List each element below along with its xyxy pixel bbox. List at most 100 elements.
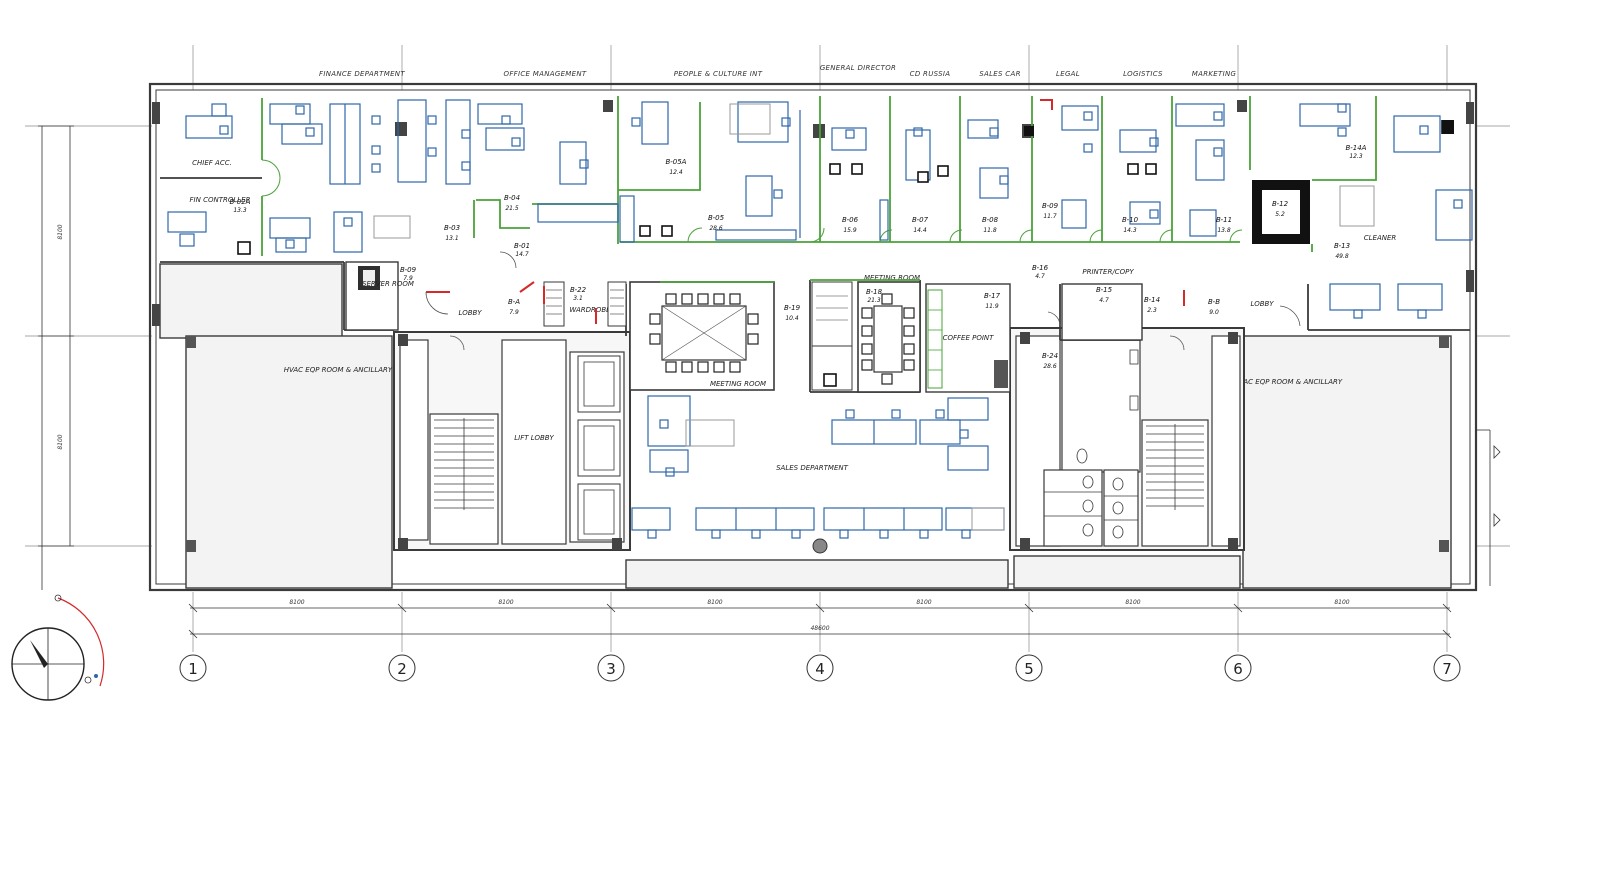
svg-text:B-15: B-15 [1096, 286, 1113, 294]
lobby-left-label: LOBBY [459, 309, 483, 317]
dim-bay: 8100 [707, 599, 722, 606]
core-left [393, 331, 631, 551]
svg-text:3: 3 [606, 660, 616, 678]
svg-text:4.7: 4.7 [1099, 297, 1109, 304]
svg-text:B-07: B-07 [912, 216, 929, 224]
dim-total: 48600 [810, 625, 829, 632]
svg-text:11.8: 11.8 [983, 227, 997, 234]
stair-treads-left [434, 418, 494, 510]
svg-text:13.1: 13.1 [445, 235, 458, 242]
north-arrow-icon [11, 594, 105, 701]
door-swings [261, 159, 1243, 243]
svg-text:21.3: 21.3 [867, 297, 881, 304]
svg-text:B-01: B-01 [514, 242, 530, 250]
svg-text:13.3: 13.3 [233, 207, 247, 214]
svg-text:B-11: B-11 [1216, 216, 1232, 224]
svg-text:B-13: B-13 [1334, 242, 1350, 250]
svg-text:12.3: 12.3 [1349, 153, 1363, 160]
svg-text:7.9: 7.9 [509, 309, 519, 316]
room-tag: B-13 49.8 [1334, 242, 1350, 260]
svg-text:B-10: B-10 [1122, 216, 1139, 224]
sales-bottom-strip [625, 559, 1009, 589]
room-tag: B-097.9 [400, 266, 417, 282]
svg-text:6: 6 [1233, 660, 1243, 678]
hvac-rooms [159, 263, 1452, 589]
axis-bubble: 3 [597, 654, 625, 682]
svg-text:B-06: B-06 [842, 216, 859, 224]
hvac-left-room [185, 335, 393, 589]
wardrobe-label: WARDROBE [569, 306, 611, 314]
axis-bubble: 6 [1224, 654, 1252, 682]
server-room-label: SERVER ROOM [362, 280, 414, 288]
bay-dimension-labels: 8100 8100 8100 8100 8100 8100 48600 [289, 599, 1349, 632]
room-tag: B-B9.0 [1208, 298, 1220, 316]
svg-text:B-02A: B-02A [230, 198, 251, 206]
dim-bay: 8100 [1334, 599, 1349, 606]
facade-markers [1476, 429, 1501, 586]
svg-text:10.4: 10.4 [785, 315, 799, 322]
svg-text:14.7: 14.7 [515, 251, 529, 258]
svg-text:B-09: B-09 [1042, 202, 1059, 210]
axis-bubble: 7 [1433, 654, 1461, 682]
svg-text:B-05: B-05 [708, 214, 725, 222]
cleaner-label: CLEANER [1364, 234, 1397, 242]
svg-text:49.8: 49.8 [1335, 253, 1349, 260]
dim-bay: 8100 [916, 599, 931, 606]
svg-text:7.9: 7.9 [403, 275, 413, 282]
dept-logistics: LOGISTICS [1123, 70, 1163, 78]
room-tag: B-142.3 [1144, 296, 1160, 314]
lift-cars [583, 361, 615, 535]
room-tag: B-125.2 [1272, 200, 1289, 218]
vertical-dimension [38, 125, 74, 590]
axis-bubble: 5 [1015, 654, 1043, 682]
grey-door-swings [425, 251, 1301, 351]
svg-text:2: 2 [397, 660, 407, 678]
svg-text:15.9: 15.9 [843, 227, 857, 234]
office-chairs [219, 103, 1463, 539]
axis-bubbles: 1 2 3 4 5 6 7 [179, 654, 1461, 682]
room-tag: B-08 11.8 [982, 216, 999, 234]
svg-text:7: 7 [1442, 660, 1452, 678]
corridor-shafts [543, 281, 853, 391]
sales-department-label: SALES DEPARTMENT [776, 464, 849, 472]
axis-bubble: 4 [806, 654, 834, 682]
svg-text:B-A: B-A [508, 298, 520, 306]
room-tag: B-A 7.9 [508, 298, 520, 316]
grey-furniture [373, 103, 1375, 531]
core-right [1009, 327, 1245, 551]
axis-bubble: 2 [388, 654, 416, 682]
dept-legal: LEGAL [1056, 70, 1080, 78]
grid-lines [25, 45, 1510, 652]
room-tag: B-223.1 [570, 286, 587, 302]
svg-text:11.7: 11.7 [1043, 213, 1057, 220]
meeting-room-1-label: MEETING ROOM [710, 380, 766, 388]
svg-text:4: 4 [815, 660, 825, 678]
room-tag: B-05A 12.4 [666, 158, 687, 176]
printer-copy-label: PRINTER/COPY [1082, 268, 1134, 276]
hvac-right-label: HVAC EQP ROOM & ANCILLARY [1234, 378, 1343, 386]
svg-text:12.4: 12.4 [669, 169, 683, 176]
hvac-left-label: HVAC EQP ROOM & ANCILLARY [284, 366, 393, 374]
svg-text:5.2: 5.2 [1275, 211, 1285, 218]
svg-text:3.1: 3.1 [573, 295, 583, 302]
svg-text:B-04: B-04 [504, 194, 520, 202]
dept-sales-car: SALES CAR [979, 70, 1020, 78]
meeting-room-2-chairs [861, 293, 915, 385]
meeting-room-1-chairs [649, 293, 759, 373]
stair-treads-right [1146, 424, 1204, 510]
svg-text:B-08: B-08 [982, 216, 999, 224]
svg-text:B-14A: B-14A [1346, 144, 1367, 152]
dept-office-management: OFFICE MANAGEMENT [504, 70, 587, 78]
dark-chairs [237, 163, 1157, 387]
room-tag: B-06 15.9 [842, 216, 859, 234]
svg-text:B-05A: B-05A [666, 158, 687, 166]
